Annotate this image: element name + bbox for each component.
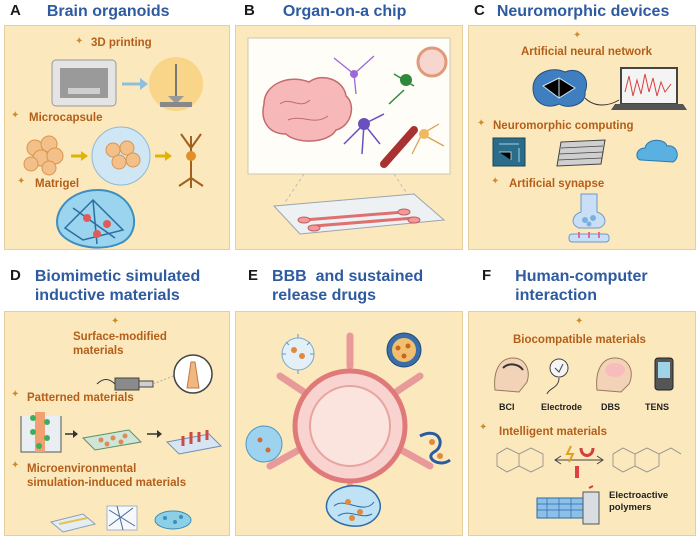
panel-f-title-line1: Human-computer bbox=[515, 268, 648, 285]
device-label-dbs: DBS bbox=[601, 402, 621, 412]
label-electroactive: Electroactive bbox=[609, 490, 669, 501]
label-artificial-synapse: Artificial synapse bbox=[509, 178, 605, 190]
panel-e-letter: E bbox=[248, 267, 259, 284]
synapse-icon bbox=[568, 193, 610, 243]
organ-on-chip-illustration bbox=[247, 37, 451, 235]
panel-e-header: E BBB and sustained release drugs bbox=[248, 267, 423, 305]
sparkle-icon: ✦ bbox=[11, 460, 20, 471]
label-microcapsule: Microcapsule bbox=[29, 112, 103, 124]
label-artificial-neural-network: Artificial neural network bbox=[521, 46, 653, 58]
label-simulation-induced: simulation-induced materials bbox=[27, 477, 187, 489]
label-surface-modified-2: materials bbox=[73, 345, 124, 357]
panel-a-header: A Brain organoids bbox=[10, 2, 170, 21]
label-biocompatible-materials: Biocompatible materials bbox=[513, 334, 646, 346]
label-microenvironmental: Microenvironmental bbox=[27, 463, 137, 475]
label-matrigel: Matrigel bbox=[35, 178, 80, 190]
sparkle-icon: ✦ bbox=[575, 316, 584, 327]
panel-d-title-line1: Biomimetic simulated bbox=[34, 268, 201, 285]
sparkle-icon: ✦ bbox=[111, 316, 120, 327]
sparkle-icon: ✦ bbox=[479, 422, 488, 433]
panel-b-title: Organ-on-a chip bbox=[282, 3, 407, 20]
panel-f-letter: F bbox=[482, 267, 492, 284]
electroactive-polymer-device bbox=[536, 485, 600, 525]
panel-a-title: Brain organoids bbox=[46, 3, 170, 20]
device-label-tens: TENS bbox=[645, 402, 670, 412]
sparkle-icon: ✦ bbox=[11, 110, 20, 121]
panel-e-title-line2: release drugs bbox=[272, 287, 377, 304]
matrigel-illustration bbox=[56, 188, 136, 249]
sparkle-icon: ✦ bbox=[491, 176, 500, 187]
panel-a-letter: A bbox=[10, 2, 21, 19]
label-neuromorphic-computing: Neuromorphic computing bbox=[493, 120, 634, 132]
panel-f: ✦ Biocompatible materials BCI Electrode … bbox=[468, 311, 696, 536]
label-surface-modified: Surface-modified bbox=[73, 331, 167, 343]
panel-f-header: F Human-computer interaction bbox=[482, 267, 648, 305]
panel-b-header: B Organ-on-a chip bbox=[244, 2, 406, 21]
panel-e bbox=[235, 311, 463, 536]
panel-c: ✦ Artificial neural network ✦ Neuromorph… bbox=[468, 25, 696, 250]
microcapsule-illustration bbox=[23, 126, 204, 188]
sparkle-icon: ✦ bbox=[75, 36, 84, 47]
bci-devices-illustration bbox=[494, 357, 674, 395]
device-label-electrode: Electrode bbox=[541, 402, 583, 412]
panel-e-title-line1: BBB and sustained bbox=[272, 268, 424, 285]
label-patterned-materials: Patterned materials bbox=[27, 392, 134, 404]
sparkle-icon: ✦ bbox=[573, 30, 582, 41]
label-3d-printing: 3D printing bbox=[91, 37, 152, 49]
3d-printer-icon bbox=[51, 57, 203, 111]
panel-b bbox=[235, 25, 463, 250]
device-label-bci: BCI bbox=[499, 402, 515, 412]
sparkle-icon: ✦ bbox=[11, 389, 20, 400]
neuromorphic-hardware-icons bbox=[492, 137, 678, 167]
panel-c-header: C Neuromorphic devices bbox=[474, 2, 669, 21]
panel-d-letter: D bbox=[10, 267, 21, 284]
panel-c-letter: C bbox=[474, 2, 485, 19]
sparkle-icon: ✦ bbox=[477, 118, 486, 129]
sparkle-icon: ✦ bbox=[17, 176, 26, 187]
panel-b-letter: B bbox=[244, 2, 255, 19]
intelligent-materials-illustration bbox=[496, 445, 682, 478]
neural-network-laptop-illustration bbox=[532, 67, 687, 110]
label-intelligent-materials: Intelligent materials bbox=[499, 426, 608, 438]
microenvironment-illustration bbox=[49, 505, 192, 533]
label-polymers: polymers bbox=[609, 502, 652, 513]
probe-illustration bbox=[96, 354, 213, 394]
panel-f-title-line2: interaction bbox=[515, 287, 597, 304]
panel-a: ✦ 3D printing ✦ Microcapsule ✦ Matrigel bbox=[4, 25, 230, 250]
patterned-materials-illustration bbox=[20, 412, 223, 455]
panel-d-header: D Biomimetic simulated inductive materia… bbox=[10, 267, 200, 305]
panel-c-title: Neuromorphic devices bbox=[496, 3, 670, 20]
panel-d-title-line2: inductive materials bbox=[34, 287, 180, 304]
panel-d: ✦ Surface-modified materials ✦ Patterned… bbox=[4, 311, 230, 536]
bbb-illustration bbox=[245, 332, 451, 527]
